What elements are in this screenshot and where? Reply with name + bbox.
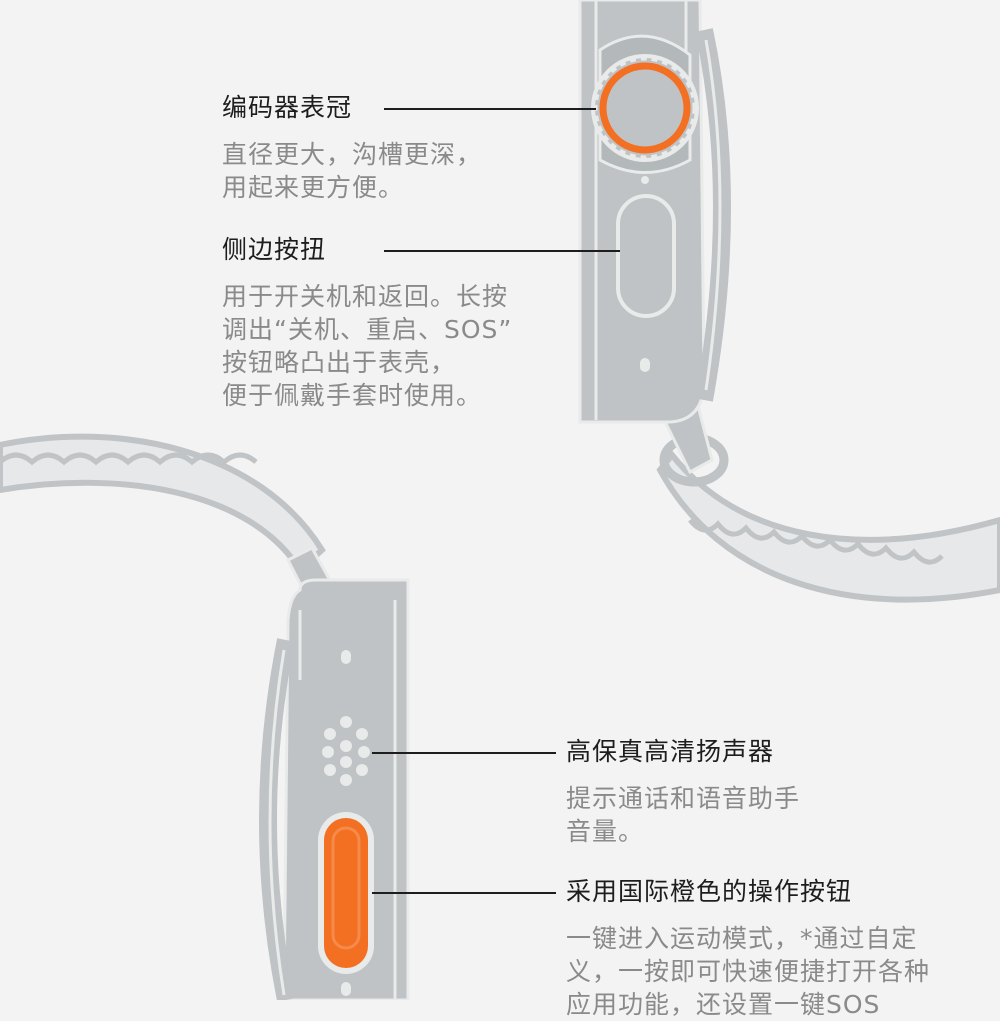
action-button-callout: 采用国际橙色的操作按钮 一键进入运动模式，*通过自定 义，一按即可快速便捷打开各… xyxy=(566,876,930,1021)
action-button-desc-line: 应用功能，还设置一键SOS xyxy=(566,990,881,1019)
action-button-desc-line: 义，一按即可快速便捷打开各种 xyxy=(566,957,931,986)
speaker-desc-line: 音量。 xyxy=(566,817,645,846)
side-button-callout: 侧边按扭 用于开关机和返回。长按 调出“关机、重启、SOS” 按钮略凸出于表壳，… xyxy=(222,234,512,412)
product-illustration xyxy=(0,0,1000,1000)
action-button-description: 一键进入运动模式，*通过自定 义，一按即可快速便捷打开各种 应用功能，还设置一键… xyxy=(566,922,930,1021)
crown-description: 直径更大，沟槽更深， 用起来更方便。 xyxy=(222,138,482,204)
side-button-desc-line: 用于开关机和返回。长按 xyxy=(222,282,509,311)
side-button-desc-line: 便于佩戴手套时使用。 xyxy=(222,381,483,410)
side-button-leader-line xyxy=(384,250,620,252)
side-button-title: 侧边按扭 xyxy=(222,235,327,264)
crown-desc-line: 直径更大，沟槽更深， xyxy=(222,140,483,169)
action-button-title: 采用国际橙色的操作按钮 xyxy=(566,877,853,906)
action-button-desc-line: 一键进入运动模式，*通过自定 xyxy=(566,924,918,953)
side-button-description: 用于开关机和返回。长按 调出“关机、重启、SOS” 按钮略凸出于表壳， 便于佩戴… xyxy=(222,280,512,412)
side-button-desc-line: 按钮略凸出于表壳， xyxy=(222,348,457,377)
side-button-desc-line: 调出“关机、重启、SOS” xyxy=(222,315,513,344)
speaker-description: 提示通话和语音助手 音量。 xyxy=(566,782,800,848)
speaker-desc-line: 提示通话和语音助手 xyxy=(566,784,801,813)
speaker-callout: 高保真高清扬声器 提示通话和语音助手 音量。 xyxy=(566,736,800,848)
action-button-leader-line xyxy=(372,892,556,894)
crown-desc-line: 用起来更方便。 xyxy=(222,173,405,202)
crown-callout: 编码器表冠 直径更大，沟槽更深， 用起来更方便。 xyxy=(222,92,482,204)
speaker-leader-line xyxy=(372,752,556,754)
speaker-title: 高保真高清扬声器 xyxy=(566,737,775,766)
watch-top-illustration xyxy=(578,0,1000,603)
crown-title: 编码器表冠 xyxy=(222,93,353,122)
watch-bottom-illustration xyxy=(0,433,410,1000)
crown-leader-line xyxy=(384,108,596,110)
